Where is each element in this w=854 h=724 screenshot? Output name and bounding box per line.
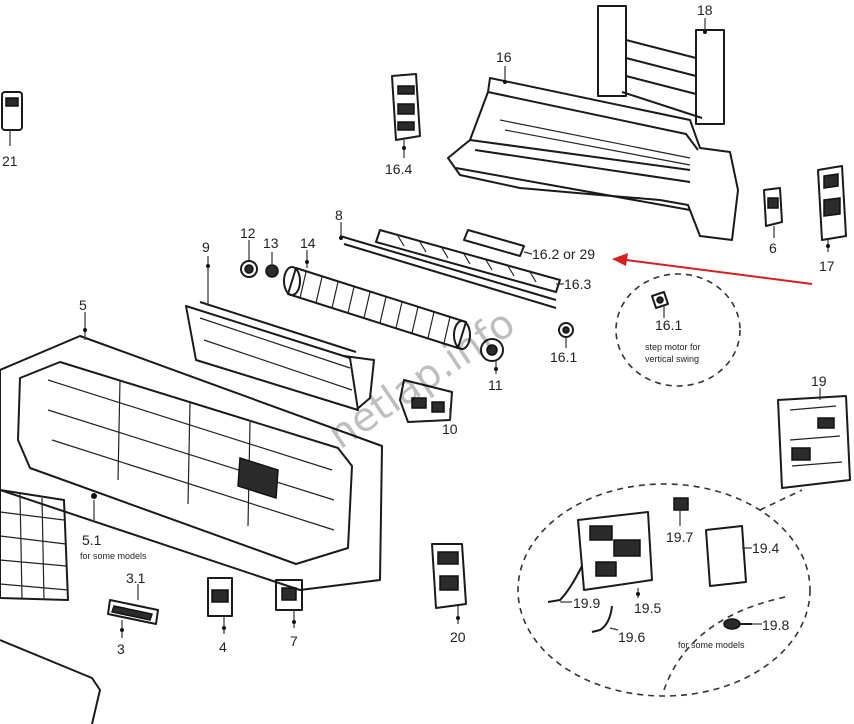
part-18-mounting-plate	[597, 5, 725, 125]
label-16-1-b: 16.1	[550, 349, 577, 365]
part-4-cover	[207, 577, 233, 617]
part-10-motor-cover	[399, 379, 453, 423]
label-5: 5	[79, 297, 87, 313]
air-filter-grid	[0, 489, 69, 601]
part-19-9-cable	[547, 565, 583, 603]
label-19-4: 19.4	[752, 540, 779, 556]
label-19-9: 19.9	[573, 595, 600, 611]
part-5-1-screw	[91, 493, 97, 499]
label-16-1-a: 16.1	[655, 317, 682, 333]
part-11-fan-motor	[480, 338, 504, 362]
part-19-8-sensor	[723, 618, 752, 630]
label-19-8: 19.8	[762, 617, 789, 633]
front-cover-panel	[0, 639, 101, 724]
label-21: 21	[2, 153, 18, 169]
part-13-bearing-holder	[265, 264, 279, 278]
label-16: 16	[496, 49, 512, 65]
label-18: 18	[697, 2, 713, 18]
part-16-3-swing-blade	[375, 229, 561, 293]
label-19-7: 19.7	[666, 529, 693, 545]
part-19-5-pcb	[577, 511, 653, 591]
label-20: 20	[450, 629, 466, 645]
label-14: 14	[300, 235, 316, 251]
part-19-4-cover-plate	[705, 525, 747, 587]
part-16-2-louver	[463, 229, 525, 257]
label-17: 17	[819, 258, 835, 274]
note-some-models-a: for some models	[80, 551, 147, 561]
note-step-motor-line2: vertical swing	[645, 354, 699, 364]
part-20-terminal-block	[431, 543, 467, 609]
part-8-louver-rod	[339, 235, 557, 309]
label-16-2: 16.2 or 29	[532, 246, 595, 262]
label-19-6: 19.6	[618, 629, 645, 645]
label-11: 11	[488, 377, 503, 393]
detail-16-1	[615, 273, 741, 387]
label-6: 6	[769, 240, 777, 256]
label-5-1: 5.1	[82, 532, 102, 548]
label-7: 7	[290, 633, 298, 649]
part-21-remote-holder	[1, 91, 23, 131]
part-19-control-box	[777, 395, 851, 489]
label-13: 13	[263, 235, 279, 251]
label-8: 8	[335, 207, 343, 223]
part-12-bearing	[240, 260, 258, 278]
part-7-cover	[275, 579, 303, 611]
detail-19	[517, 483, 811, 697]
part-6-clip	[763, 187, 783, 227]
part-9-front-casing	[185, 301, 375, 411]
label-12: 12	[240, 225, 256, 241]
label-9: 9	[202, 239, 210, 255]
label-19: 19	[811, 373, 827, 389]
part-14-crossflow-fan	[283, 266, 471, 350]
part-19-6-cable	[591, 605, 613, 633]
label-4: 4	[219, 639, 227, 655]
label-10: 10	[442, 421, 458, 437]
part-16-chassis	[447, 77, 739, 241]
note-some-models-b: for some models	[678, 640, 745, 650]
part-19-7-connector	[673, 497, 689, 511]
part-5-front-panel	[0, 335, 383, 591]
note-step-motor-line1: step motor for	[645, 342, 701, 352]
label-3: 3	[117, 641, 125, 657]
label-3-1: 3.1	[126, 570, 146, 586]
part-16-4-bracket	[391, 73, 421, 141]
part-3-display-board	[107, 599, 159, 625]
label-19-5: 19.5	[634, 600, 661, 616]
part-16-1-step-motor	[558, 322, 574, 338]
label-16-4: 16.4	[385, 161, 412, 177]
part-17-side-bracket	[817, 165, 847, 241]
red-arrow	[612, 253, 813, 285]
label-16-3: 16.3	[564, 276, 591, 292]
